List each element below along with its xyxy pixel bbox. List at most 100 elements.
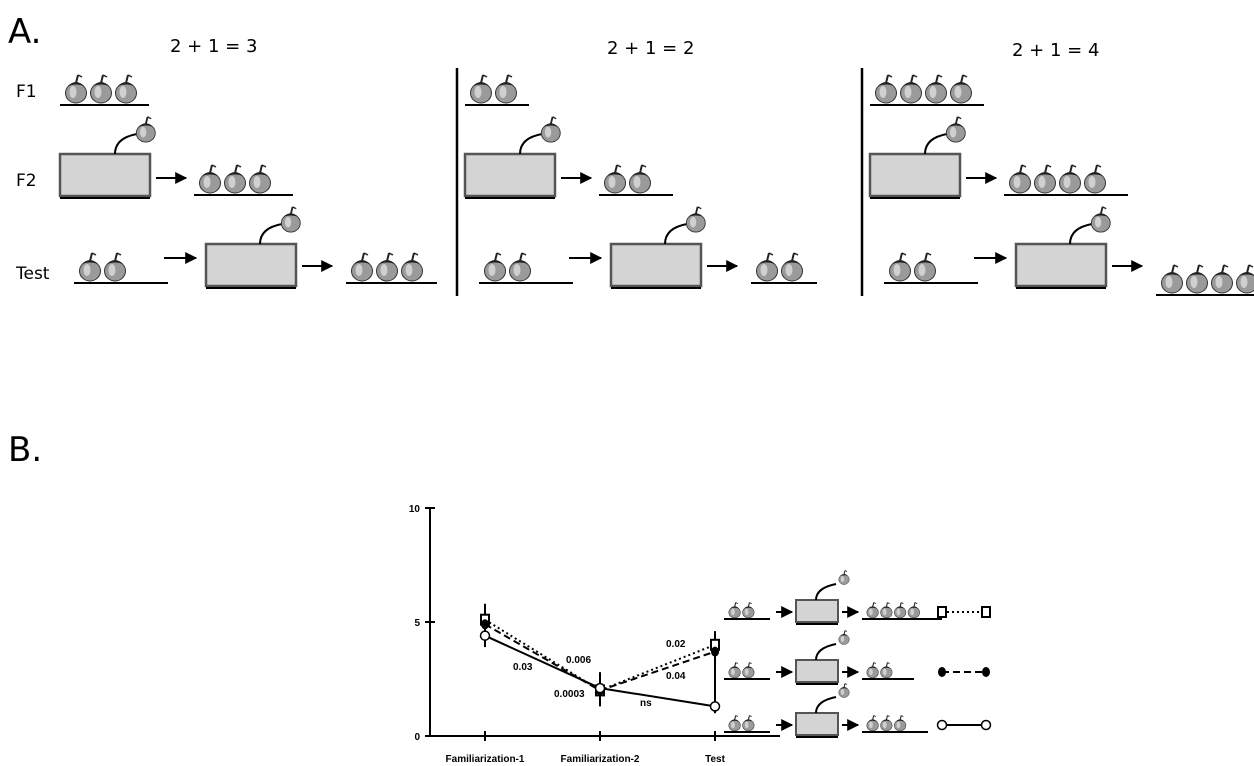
added-eggplant-icon: [685, 206, 707, 233]
eggplant-icon: [1210, 264, 1234, 294]
screen-box: [1014, 242, 1108, 288]
eggplant-icon: [64, 74, 88, 104]
eggplant-icon: [603, 164, 627, 194]
screen-box: [204, 242, 298, 288]
eggplant-icon: [1058, 164, 1082, 194]
screen-box: [609, 242, 703, 288]
legend-marker-filled-circle: [982, 667, 990, 677]
screen-box: [868, 152, 962, 198]
p-value-label: 0.04: [666, 671, 686, 682]
equation-condition-2: 2 + 1 = 2: [607, 38, 695, 59]
eggplant-icon: [866, 715, 879, 732]
eggplant-icon: [880, 662, 893, 679]
eggplant-icon: [780, 252, 804, 282]
eggplant-icon: [508, 252, 532, 282]
eggplant-icon: [400, 252, 424, 282]
eggplant-icon: [874, 74, 898, 104]
eggplant-icon: [880, 602, 893, 619]
eggplant-icon: [1033, 164, 1057, 194]
eggplant-group: [194, 164, 293, 196]
legend-item: [724, 570, 991, 625]
eggplant-icon: [866, 602, 879, 619]
screen-box: [463, 152, 557, 198]
eggplant-icon: [198, 164, 222, 194]
added-eggplant-icon: [838, 683, 850, 698]
p-value-label: 0.02: [666, 639, 686, 650]
hand-curve: [259, 223, 283, 245]
f2-screen: [868, 152, 962, 199]
eggplant-icon: [913, 252, 937, 282]
test-screen: [609, 242, 703, 289]
eggplant-group: [870, 74, 984, 106]
eggplant-icon: [103, 252, 127, 282]
hand-curve: [114, 133, 138, 155]
eggplant-icon: [728, 715, 741, 732]
hand-curve: [924, 133, 948, 155]
eggplant-group: [724, 662, 770, 681]
hand-curve: [664, 223, 688, 245]
eggplant-icon: [893, 715, 907, 732]
added-eggplant-icon: [838, 570, 850, 585]
data-point-open-circle: [479, 630, 491, 641]
eggplant-group: [751, 252, 817, 284]
eggplant-icon: [350, 252, 374, 282]
data-point-open-circle: [594, 682, 606, 694]
legend-marker-square: [937, 606, 947, 618]
eggplant-icon: [949, 74, 973, 104]
eggplant-icon: [1160, 264, 1184, 294]
panel-a-label: A.: [8, 12, 42, 52]
hand-curve: [1069, 223, 1093, 245]
y-tick-label: 10: [409, 504, 421, 515]
eggplant-icon: [114, 74, 138, 104]
x-tick-label: Familiarization-1: [446, 754, 525, 765]
eggplant-icon: [742, 602, 755, 619]
eggplant-group: [724, 715, 770, 734]
legend-marker-open-circle: [980, 719, 992, 731]
eggplant-group: [1156, 264, 1254, 296]
row-label-f1: F1: [16, 82, 37, 102]
equation-condition-1: 2 + 1 = 3: [170, 36, 258, 57]
eggplant-icon: [893, 602, 907, 619]
data-point-filled-circle: [481, 619, 489, 630]
eggplant-group: [479, 252, 573, 284]
eggplant-icon: [89, 74, 113, 104]
eggplant-icon: [248, 164, 272, 194]
hand-curve: [815, 696, 837, 714]
y-tick-label: 0: [414, 732, 420, 743]
y-tick-label: 5: [414, 618, 420, 629]
f2-screen: [58, 152, 152, 199]
eggplant-group: [599, 164, 673, 196]
panel-b-label: B.: [8, 430, 43, 470]
hand-curve: [519, 133, 543, 155]
eggplant-group: [862, 602, 942, 621]
eggplant-group: [346, 252, 437, 284]
legend-screen: [795, 712, 839, 736]
legend-item: [724, 683, 992, 738]
data-point-filled-circle: [711, 646, 719, 657]
eggplant-icon: [483, 252, 507, 282]
hand-curve: [815, 643, 837, 661]
row-label-f2: F2: [16, 171, 37, 191]
eggplant-group: [724, 602, 770, 621]
equation-condition-3: 2 + 1 = 4: [1012, 40, 1100, 61]
added-eggplant-icon: [540, 116, 562, 143]
added-eggplant-icon: [135, 116, 157, 143]
legend-screen: [795, 659, 839, 683]
added-eggplant-icon: [280, 206, 302, 233]
eggplant-icon: [899, 74, 923, 104]
x-tick-label: Test: [705, 754, 725, 765]
eggplant-group: [884, 252, 978, 284]
test-screen: [1014, 242, 1108, 289]
added-eggplant-icon: [945, 116, 967, 143]
row-label-test: Test: [16, 264, 50, 284]
eggplant-icon: [755, 252, 779, 282]
eggplant-icon: [880, 715, 893, 732]
p-value-label: 0.0003: [554, 689, 585, 700]
p-value-label: 0.03: [513, 662, 533, 673]
condition-column-1: [58, 74, 437, 289]
condition-column-3: [868, 74, 1254, 296]
eggplant-icon: [628, 164, 652, 194]
screen-box: [58, 152, 152, 198]
